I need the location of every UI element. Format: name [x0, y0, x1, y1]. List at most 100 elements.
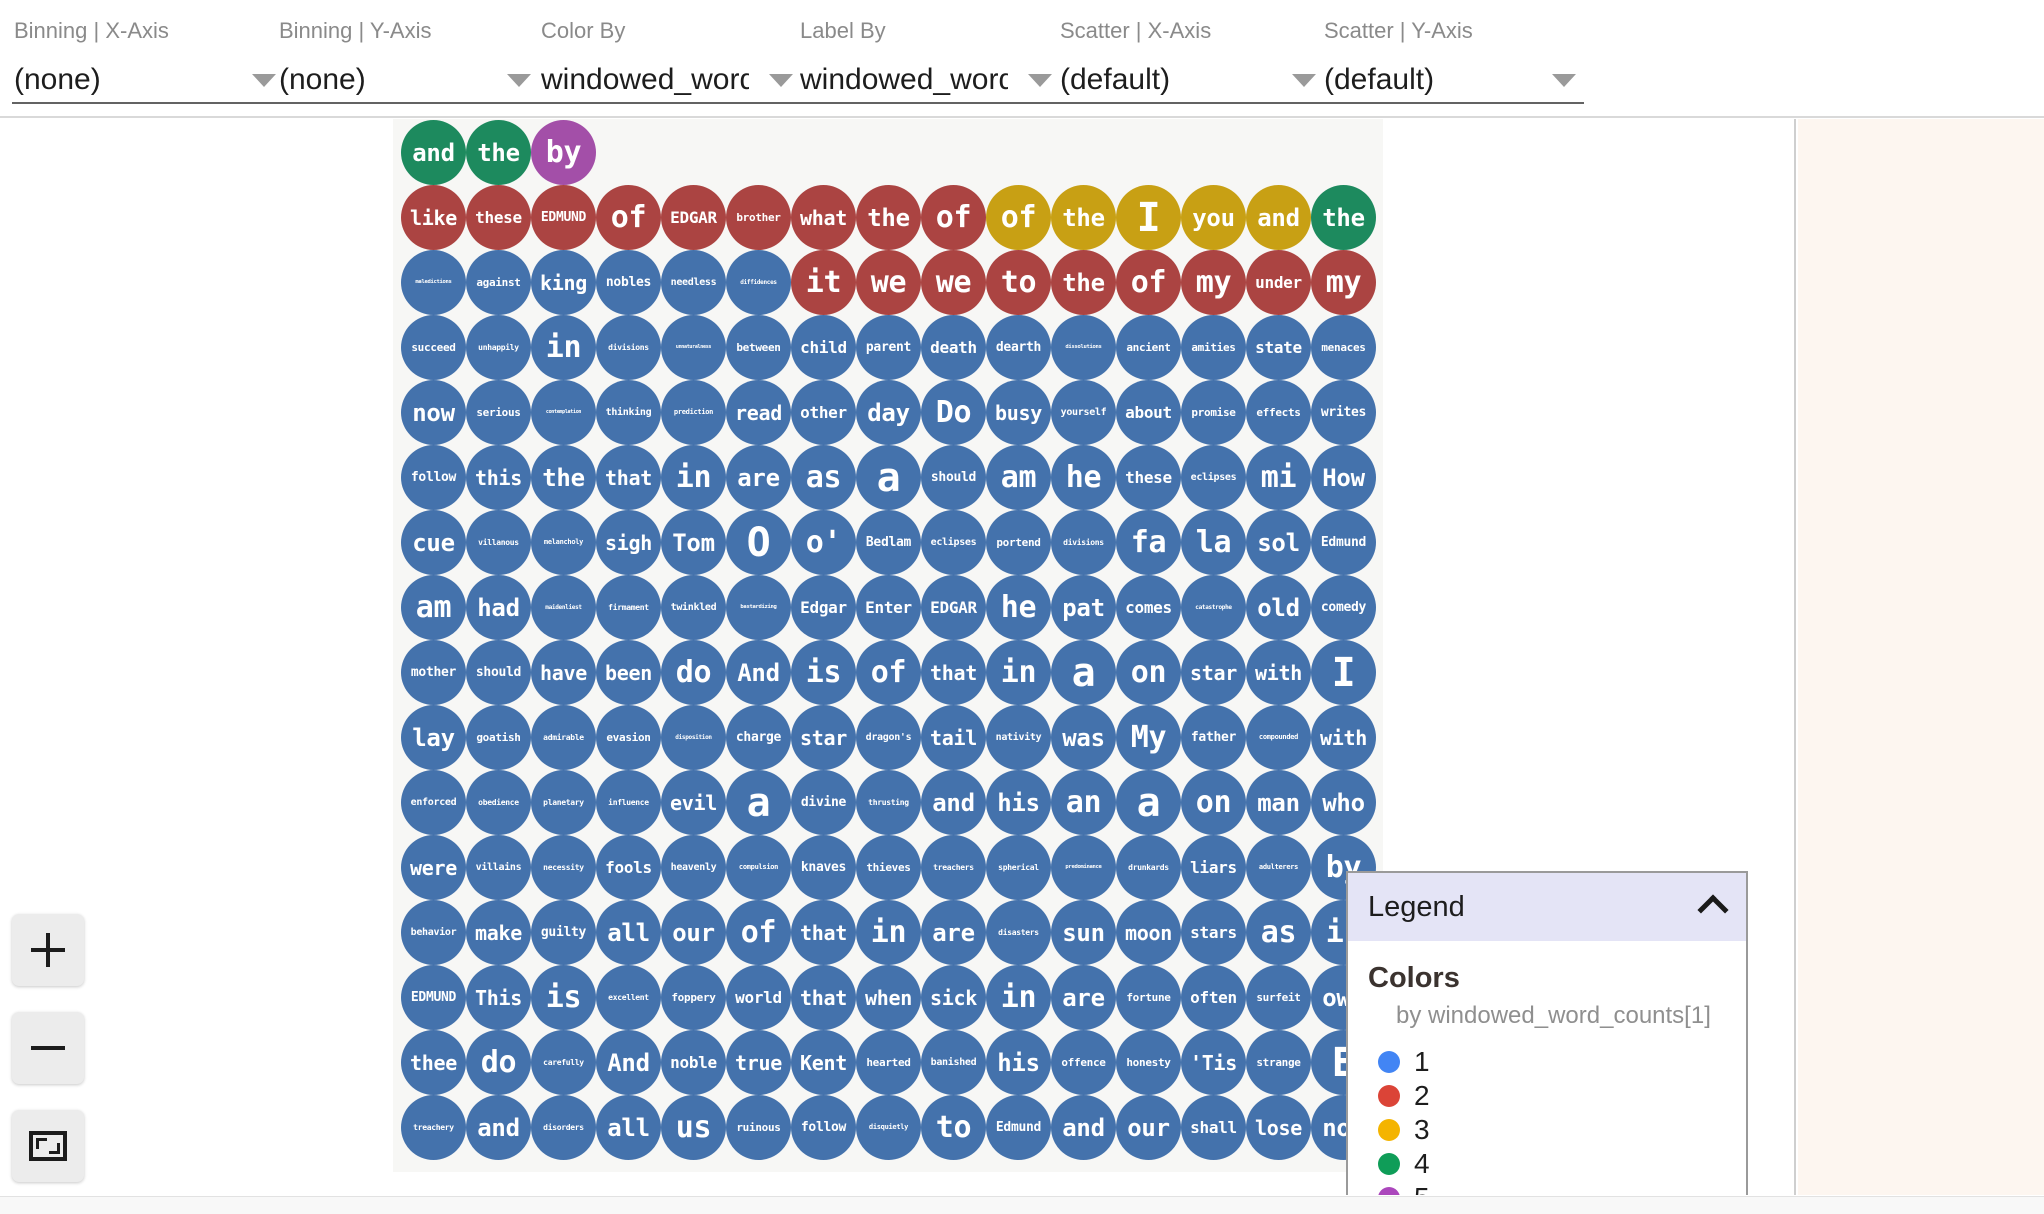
bubble-point[interactable]: Enter	[856, 575, 921, 640]
bubble-point[interactable]: should	[466, 640, 531, 705]
bubble-point[interactable]: diffidences	[726, 250, 791, 315]
bubble-point[interactable]: moon	[1116, 900, 1181, 965]
bubble-point[interactable]: yourself	[1051, 380, 1116, 445]
bubble-point[interactable]: 'Tis	[1181, 1030, 1246, 1095]
bubble-point[interactable]: hearted	[856, 1030, 921, 1095]
chevron-down-icon[interactable]	[252, 73, 276, 87]
bubble-point[interactable]: comes	[1116, 575, 1181, 640]
bubble-point[interactable]: goatish	[466, 705, 531, 770]
bubble-point[interactable]: read	[726, 380, 791, 445]
bubble-point[interactable]: you	[1181, 185, 1246, 250]
bubble-point[interactable]: all	[596, 1095, 661, 1160]
bubble-point[interactable]: tail	[921, 705, 986, 770]
bubble-point[interactable]: lay	[401, 705, 466, 770]
bubble-point[interactable]: do	[466, 1030, 531, 1095]
bubble-point[interactable]: EDMUND	[531, 185, 596, 250]
bubble-point[interactable]: admirable	[531, 705, 596, 770]
bubble-point[interactable]: we	[921, 250, 986, 315]
bubble-point[interactable]: what	[791, 185, 856, 250]
bubble-point[interactable]: busy	[986, 380, 1051, 445]
bubble-point[interactable]: the	[856, 185, 921, 250]
bubble-point[interactable]: I	[1116, 185, 1181, 250]
bubble-point[interactable]: o'	[791, 510, 856, 575]
bubble-point[interactable]: should	[921, 445, 986, 510]
bubble-point[interactable]: are	[1051, 965, 1116, 1030]
bubble-point[interactable]: enforced	[401, 770, 466, 835]
bubble-point[interactable]: us	[661, 1095, 726, 1160]
bubble-point[interactable]: prediction	[661, 380, 726, 445]
bubble-point[interactable]: catastrophe	[1181, 575, 1246, 640]
bubble-point[interactable]: he	[986, 575, 1051, 640]
bubble-point[interactable]: thieves	[856, 835, 921, 900]
bubble-point[interactable]: fools	[596, 835, 661, 900]
bubble-point[interactable]: the	[1311, 185, 1376, 250]
bubble-point[interactable]: Edgar	[791, 575, 856, 640]
bubble-point[interactable]: knaves	[791, 835, 856, 900]
bubble-point[interactable]: these	[1116, 445, 1181, 510]
bubble-point[interactable]: fortune	[1116, 965, 1181, 1030]
color-by-select[interactable]: windowed_word_c	[539, 58, 801, 104]
bubble-point[interactable]: other	[791, 380, 856, 445]
bubble-point[interactable]: about	[1116, 380, 1181, 445]
bubble-point[interactable]: promise	[1181, 380, 1246, 445]
bubble-point[interactable]: unhappily	[466, 315, 531, 380]
bubble-point[interactable]: of	[986, 185, 1051, 250]
bubble-point[interactable]: are	[726, 445, 791, 510]
bubble-point[interactable]: ancient	[1116, 315, 1181, 380]
bubble-point[interactable]: between	[726, 315, 791, 380]
bubble-point[interactable]: the	[466, 120, 531, 185]
bubble-point[interactable]: evasion	[596, 705, 661, 770]
bubble-point[interactable]: against	[466, 250, 531, 315]
bubble-point[interactable]: eclipses	[921, 510, 986, 575]
bubble-point[interactable]: had	[466, 575, 531, 640]
bubble-point[interactable]: in	[986, 640, 1051, 705]
bubble-point[interactable]: serious	[466, 380, 531, 445]
bubble-point[interactable]: honesty	[1116, 1030, 1181, 1095]
bubble-point[interactable]: cue	[401, 510, 466, 575]
bubble-point[interactable]: sigh	[596, 510, 661, 575]
bubble-point[interactable]: needless	[661, 250, 726, 315]
bubble-point[interactable]: behavior	[401, 900, 466, 965]
bubble-point[interactable]: drunkards	[1116, 835, 1181, 900]
bubble-point[interactable]: disquietly	[856, 1095, 921, 1160]
bubble-point[interactable]: man	[1246, 770, 1311, 835]
bubble-point[interactable]: he	[1051, 445, 1116, 510]
bubble-point[interactable]: thrusting	[856, 770, 921, 835]
bubble-point[interactable]: a	[726, 770, 791, 835]
bubble-point[interactable]: Kent	[791, 1030, 856, 1095]
bubble-point[interactable]: nativity	[986, 705, 1051, 770]
bubble-point[interactable]: child	[791, 315, 856, 380]
bubble-point[interactable]: treachers	[921, 835, 986, 900]
bubble-point[interactable]: charge	[726, 705, 791, 770]
bubble-point[interactable]: of	[1116, 250, 1181, 315]
bubble-point[interactable]: sol	[1246, 510, 1311, 575]
bubble-point[interactable]: lose	[1246, 1095, 1311, 1160]
bubble-point[interactable]: contemplation	[531, 380, 596, 445]
bubble-point[interactable]: evil	[661, 770, 726, 835]
bubble-point[interactable]: am	[401, 575, 466, 640]
bubble-point[interactable]: Bedlam	[856, 510, 921, 575]
chevron-down-icon[interactable]	[1552, 73, 1576, 87]
bubble-point[interactable]: a	[1051, 640, 1116, 705]
bubble-point[interactable]: disasters	[986, 900, 1051, 965]
bubble-point[interactable]: am	[986, 445, 1051, 510]
zoom-in-button[interactable]	[12, 914, 84, 986]
bubble-point[interactable]: follow	[401, 445, 466, 510]
bubble-point[interactable]: noble	[661, 1030, 726, 1095]
bubble-point[interactable]: and	[1246, 185, 1311, 250]
bubble-point[interactable]: are	[921, 900, 986, 965]
bubble-point[interactable]: all	[596, 900, 661, 965]
bubble-point[interactable]: and	[401, 120, 466, 185]
bubble-point[interactable]: influence	[596, 770, 661, 835]
bubble-point[interactable]: have	[531, 640, 596, 705]
bubble-point[interactable]: unnaturalness	[661, 315, 726, 380]
bubble-point[interactable]: and	[466, 1095, 531, 1160]
bubble-point[interactable]: star	[791, 705, 856, 770]
bubble-point[interactable]: fa	[1116, 510, 1181, 575]
bubble-point[interactable]: of	[726, 900, 791, 965]
bubble-point[interactable]: is	[791, 640, 856, 705]
bubble-point[interactable]: guilty	[531, 900, 596, 965]
bubble-point[interactable]: when	[856, 965, 921, 1030]
bubble-point[interactable]: And	[596, 1030, 661, 1095]
bubble-point[interactable]: sick	[921, 965, 986, 1030]
